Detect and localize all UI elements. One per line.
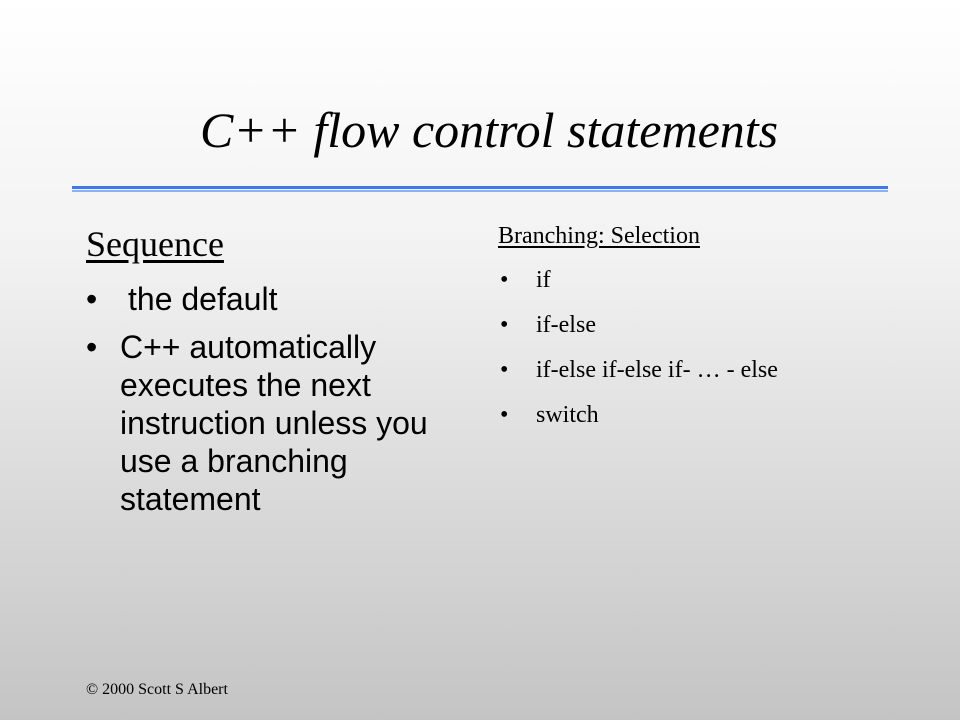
branching-heading: Branching: Selection	[498, 223, 700, 249]
bullet-icon: •	[500, 267, 509, 293]
bullet-icon: •	[500, 312, 509, 338]
bullet-icon: •	[500, 357, 509, 383]
slide-title: C++ flow control statements	[200, 102, 779, 158]
list-item: • C++ automatically executes the next in…	[86, 328, 486, 518]
list-item-text: the default	[128, 281, 278, 317]
sequence-column: Sequence • the default • C++ automatical…	[86, 222, 486, 528]
list-item-text: C++ automatically executes the next inst…	[120, 329, 428, 517]
divider-line-primary	[72, 186, 888, 189]
list-item: • the default	[86, 280, 486, 318]
bullet-icon: •	[86, 281, 98, 317]
sequence-heading: Sequence	[86, 224, 224, 264]
list-item-text: switch	[536, 402, 599, 428]
title-divider	[72, 186, 888, 192]
list-item: • if-else	[498, 311, 918, 339]
list-item: • switch	[498, 401, 918, 429]
list-item-text: if	[536, 267, 551, 293]
list-item-text: if-else	[536, 312, 596, 338]
branching-column: Branching: Selection • if • if-else • if…	[498, 220, 918, 446]
bullet-icon: •	[86, 329, 98, 365]
copyright-footer: © 2000 Scott S Albert	[86, 681, 228, 698]
list-item: • if	[498, 266, 918, 294]
branching-list: • if • if-else • if-else if-else if- … -…	[498, 266, 918, 429]
divider-line-secondary	[72, 190, 888, 192]
sequence-list: • the default • C++ automatically execut…	[86, 280, 486, 518]
bullet-icon: •	[500, 402, 509, 428]
list-item-text: if-else if-else if- … - else	[536, 357, 778, 383]
list-item: • if-else if-else if- … - else	[498, 356, 918, 384]
